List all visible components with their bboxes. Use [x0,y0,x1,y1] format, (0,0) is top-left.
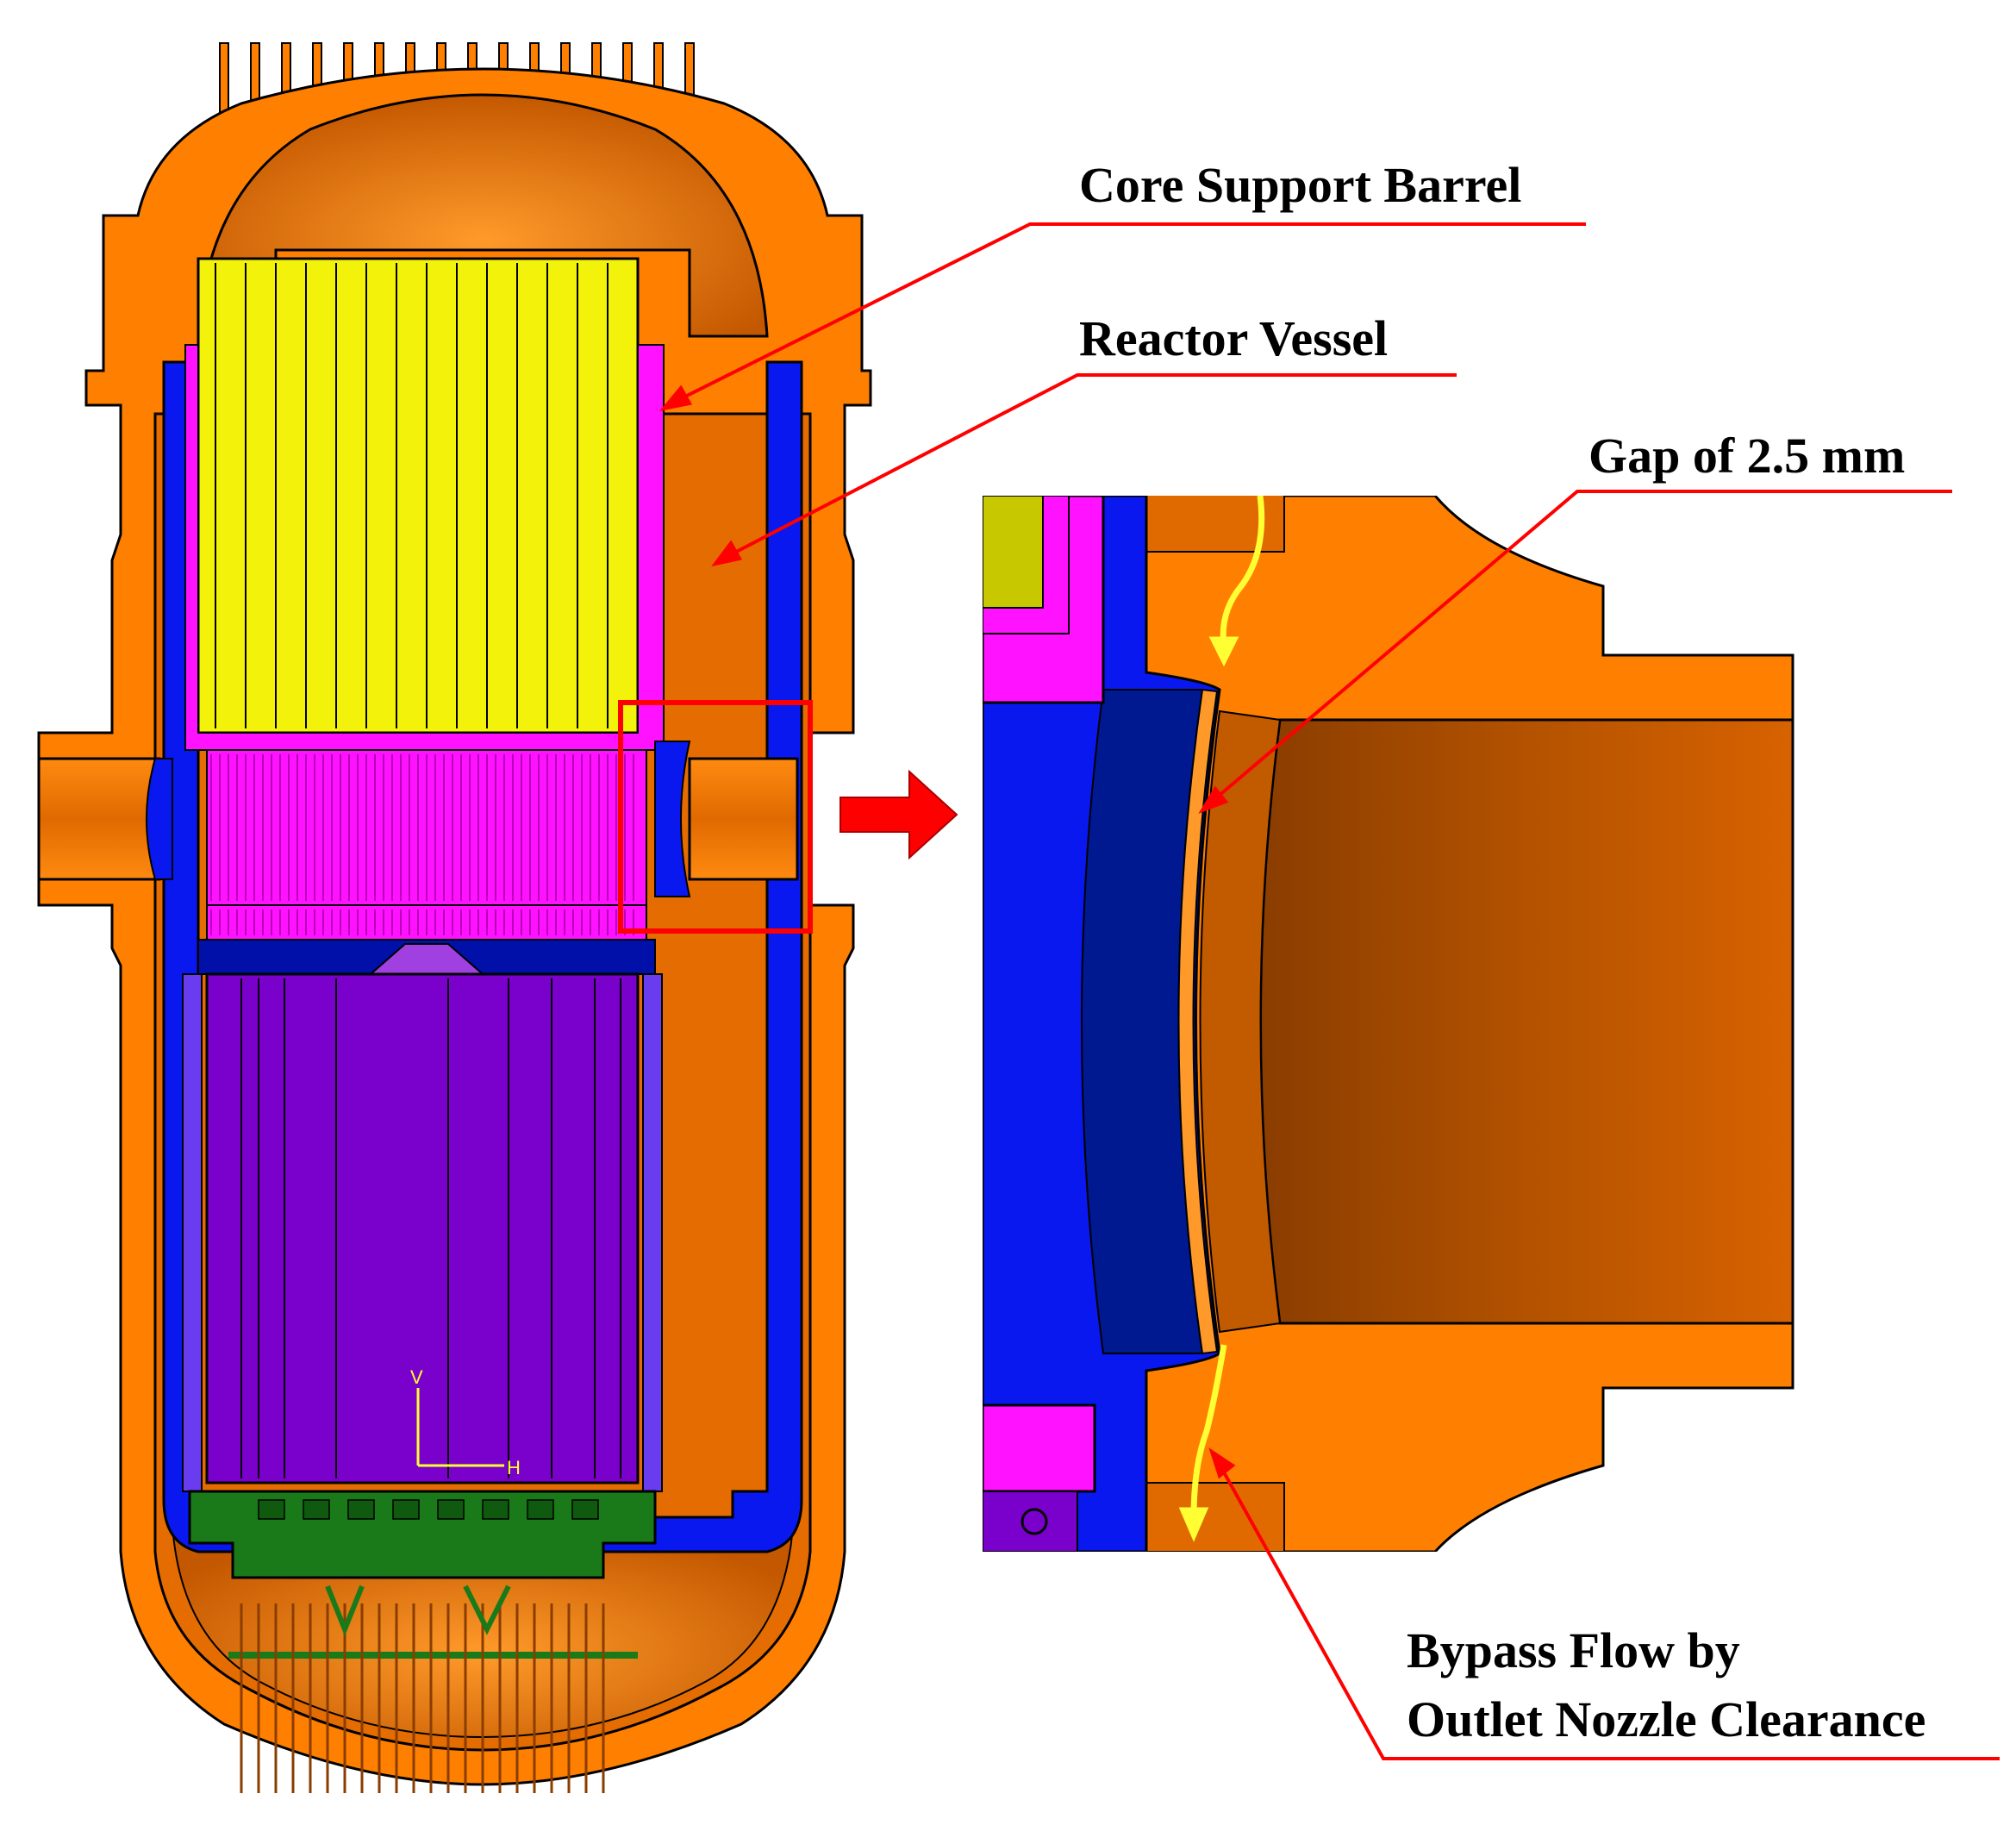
zoomed-detail [983,496,1794,1552]
support-strut [463,1584,511,1635]
detail-gap-strip [1177,688,1219,1355]
label-reactor-vessel: Reactor Vessel [1079,310,1389,366]
flow-arrow-bottom-head [1178,1507,1209,1542]
support-strut [325,1584,365,1637]
callout-reactor-vessel-head [711,540,743,567]
lower-core-plate-lines [210,909,634,935]
upper-guide-tubes [215,263,609,728]
detail-nozzle-bore [1259,718,1794,1325]
callout-bypass-head [1208,1447,1236,1479]
callout-core-support-barrel [667,222,1586,407]
outlet-nozzle-barrel [654,741,691,897]
flow-arrow-top [1220,496,1265,647]
support-block [527,1499,554,1520]
inlet-nozzle [37,757,161,881]
detail-upper-guide [983,496,1044,609]
barrel-side-right [642,973,663,1492]
support-block [347,1499,375,1520]
callout-lines [658,222,2000,1760]
label-gap: Gap of 2.5 mm [1588,428,1906,484]
label-core-support-barrel: Core Support Barrel [1079,157,1522,213]
axis-h-label: H [507,1457,521,1478]
upper-head-dome [197,93,769,338]
core-support-barrel [162,360,803,1553]
instrumentation-nozzles [228,1584,638,1793]
label-bypass-line1: Bypass Flow by [1407,1622,1740,1678]
flow-arrow-bottom [1190,1344,1227,1518]
support-block [258,1499,285,1520]
callout-core-support-barrel-head [658,384,693,412]
inlet-nozzle-inner [146,758,173,880]
detail-upper-step [983,496,1070,634]
zoom-arrow-icon [839,769,958,860]
axis-v-label: V [410,1366,423,1388]
support-block [392,1499,420,1520]
reactor-cross-section: V H [37,42,872,1793]
flow-arrow-top-head [1208,636,1239,667]
upper-guide-structure [197,257,640,734]
support-block [482,1499,509,1520]
outlet-nozzle [688,757,799,881]
axis-indicator: V H [410,1366,521,1478]
fuel-assemblies [210,754,634,901]
callout-gap-head [1198,785,1229,814]
callout-gap [1205,490,1952,808]
support-block [303,1499,330,1520]
barrel-side-left [182,973,203,1492]
detail-lower-plate [983,1403,1096,1493]
zoom-region-box [618,700,813,934]
lower-support-details [258,1499,599,1520]
callout-bypass [1214,1456,2000,1760]
detail-nozzle-step [1199,709,1282,1334]
lower-internals-columns [240,978,621,1478]
support-block [437,1499,465,1520]
support-block [571,1499,599,1520]
detail-bolt-icon [1020,1508,1048,1535]
callout-reactor-vessel [719,373,1457,562]
label-bypass-line2: Outlet Nozzle Clearance [1407,1691,1926,1747]
lower-internals [205,972,640,1484]
